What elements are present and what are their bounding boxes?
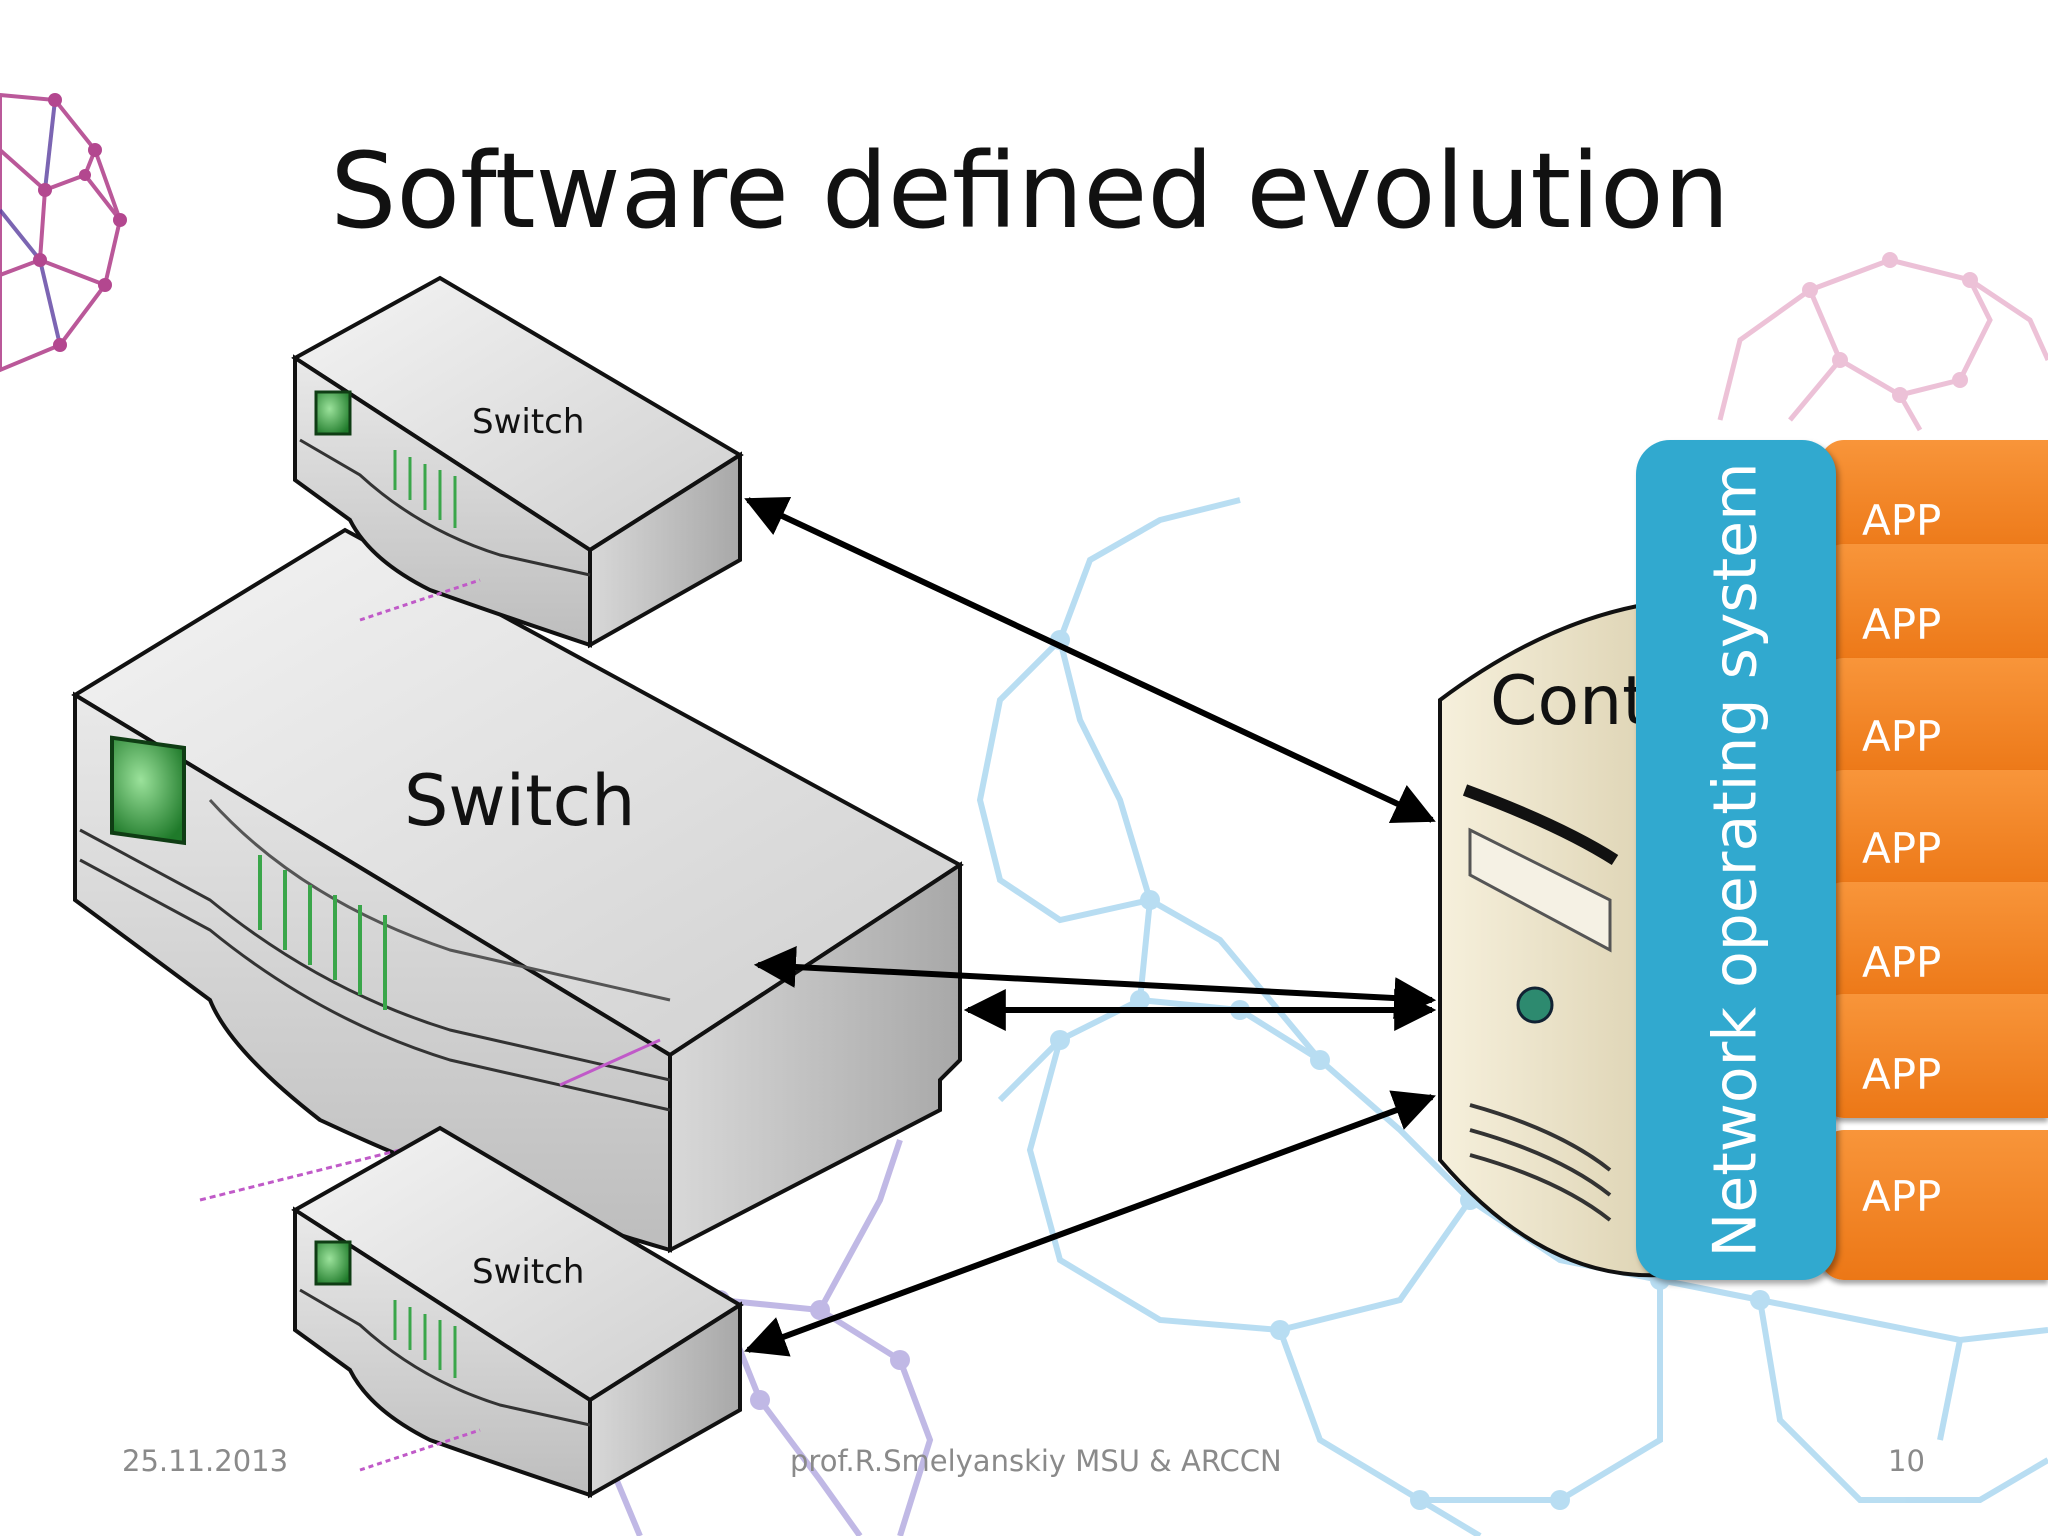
connection-arrows — [744, 496, 1437, 1357]
controller-label: Cont — [1490, 662, 1649, 741]
switch-main-label: Switch — [404, 760, 636, 842]
nos-panel — [1636, 440, 1836, 1280]
app-block-2 — [1820, 544, 2048, 666]
switch-top-icon — [291, 275, 744, 649]
footer-author: prof.R.Smelyanskiy MSU & ARCCN — [790, 1444, 1282, 1478]
switch-main-icon — [71, 527, 964, 1254]
arrow-top-switch-controller — [744, 496, 1436, 824]
app-block-4 — [1820, 770, 2048, 892]
buckyball-decoration-topleft — [0, 92, 127, 373]
app-label-3: APP — [1862, 712, 1942, 761]
switch-top-label: Switch — [472, 402, 585, 442]
footer-page-number: 10 — [1888, 1444, 1925, 1478]
app-label-5: APP — [1862, 938, 1942, 987]
app-block-6 — [1820, 994, 2048, 1118]
switch-bottom-label: Switch — [472, 1252, 585, 1292]
app-block-1 — [1820, 440, 2048, 560]
app-block-7 — [1820, 1130, 2048, 1280]
app-label-2: APP — [1862, 600, 1942, 649]
app-label-7: APP — [1862, 1172, 1942, 1221]
buckyball-decoration-right — [1717, 252, 2048, 432]
footer-date: 25.11.2013 — [122, 1444, 289, 1478]
app-label-4: APP — [1862, 824, 1942, 873]
app-label-6: APP — [1862, 1050, 1942, 1099]
switch-bottom-icon — [291, 1125, 744, 1499]
arrow-bottom-switch-controller — [744, 1090, 1436, 1357]
nos-label: Network operating system — [1701, 462, 1771, 1258]
app-block-5 — [1820, 882, 2048, 1004]
slide-title: Software defined evolution — [330, 130, 1730, 252]
app-label-1: APP — [1862, 496, 1942, 545]
nos-label-wrapper: Network operating system — [1636, 440, 1836, 1280]
app-block-3 — [1820, 658, 2048, 780]
